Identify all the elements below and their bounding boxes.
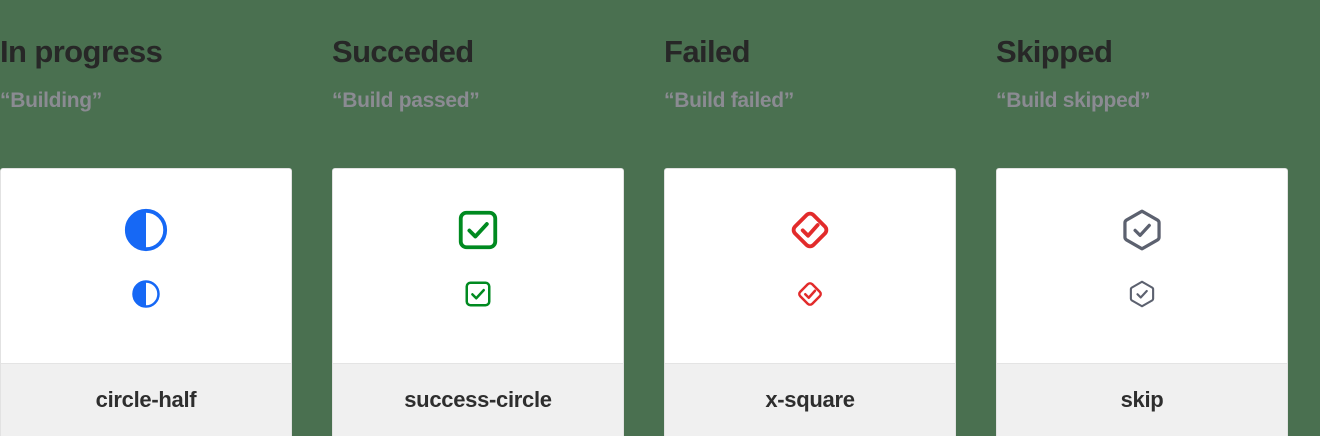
x-square-icon-small [798,282,822,306]
icon-card-footer: circle-half [1,363,291,436]
column-subtitle: “Building” [0,89,102,112]
icon-name-label: success-circle [404,387,552,412]
column-title: In progress [0,34,163,69]
icon-card-footer: success-circle [333,363,623,436]
column-title: Failed [664,34,751,69]
column-subtitle: “Build skipped” [996,89,1151,112]
status-column-failed: Failed “Build failed” x-square [660,0,990,436]
icon-card-footer: skip [997,363,1287,436]
icon-card-skip[interactable]: skip [996,168,1288,436]
icon-preview-area [665,169,955,363]
icon-preview-area [1,169,291,363]
status-column-succeeded: Succeded “Build passed” success-circle [330,0,660,436]
column-subtitle: “Build passed” [332,89,480,112]
icon-card-footer: x-square [665,363,955,436]
column-title: Skipped [996,34,1113,69]
icon-card-circle-half[interactable]: circle-half [0,168,292,436]
skip-icon [1123,209,1161,251]
icon-preview-area [997,169,1287,363]
x-square-icon [791,211,829,249]
icon-name-label: x-square [765,387,855,412]
icon-name-label: skip [1120,387,1164,412]
success-circle-icon-small [465,281,491,307]
circle-half-icon-small [132,280,160,308]
status-column-in-progress: In progress “Building” circle-half [0,0,330,436]
column-title: Succeded [332,34,474,69]
status-column-skipped: Skipped “Build skipped” skip [990,0,1320,436]
icon-card-x-square[interactable]: x-square [664,168,956,436]
icon-preview-area [333,169,623,363]
circle-half-icon [124,208,168,252]
skip-icon-small [1129,280,1155,308]
success-circle-icon [458,210,498,250]
column-subtitle: “Build failed” [664,89,794,112]
icon-card-success-circle[interactable]: success-circle [332,168,624,436]
icon-name-label: circle-half [95,387,197,412]
